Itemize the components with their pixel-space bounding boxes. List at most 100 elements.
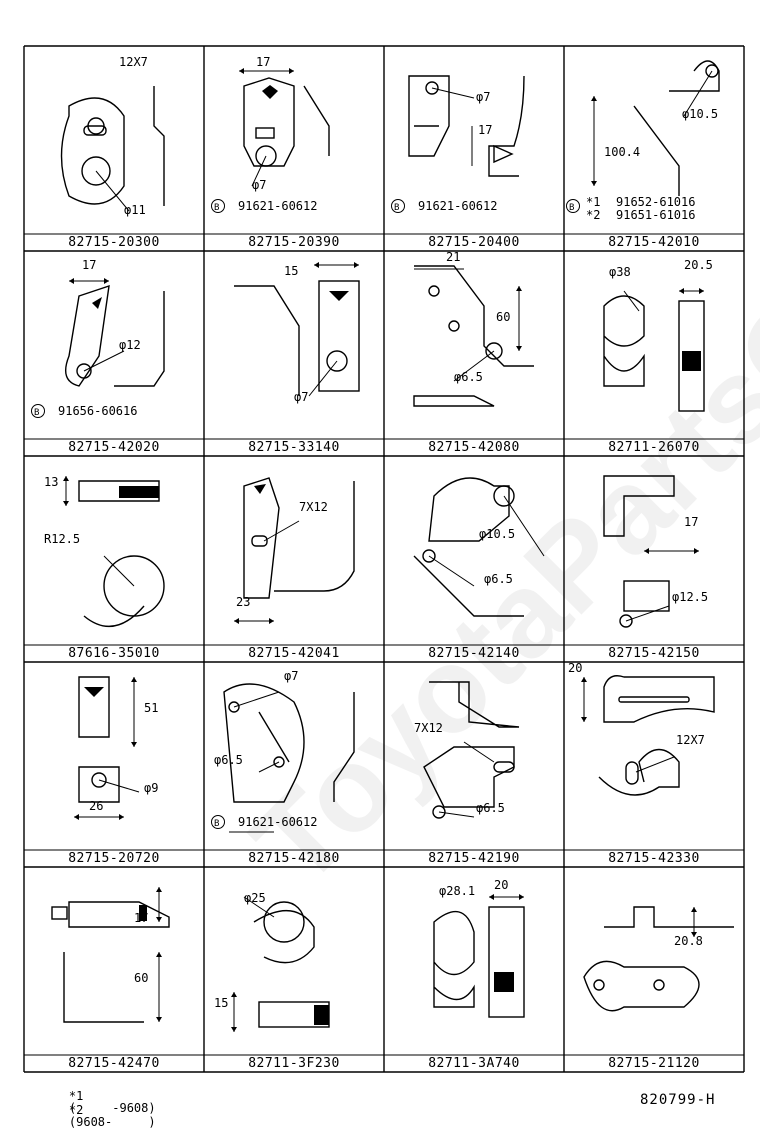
footnote-1: *1 ( -9608): [40, 1078, 156, 1126]
part-number: 82715-20300: [68, 235, 160, 250]
part-sketch: φ25 15: [214, 891, 330, 1032]
dimension-label: 17: [256, 55, 270, 69]
part-number: 82711-3F230: [248, 1056, 340, 1071]
part-number: 82715-42150: [608, 646, 700, 661]
part-number: 82715-20720: [68, 851, 160, 866]
dimension-label: 17: [478, 123, 492, 137]
part-number: 82715-42140: [428, 646, 520, 661]
dimension-label: φ6.5: [454, 370, 483, 384]
part-sketch: φ28.1 20: [433, 878, 525, 1018]
part-number: 82711-26070: [608, 440, 700, 455]
footnote-1-range: ( -9608): [68, 1101, 156, 1115]
dimension-label: 21: [446, 251, 460, 264]
dimension-label: 20: [494, 878, 508, 892]
part-number: 87616-35010: [68, 646, 160, 661]
dimension-label: 7X12: [299, 500, 328, 514]
part-cell: 51 φ9 26 82715-20720: [24, 662, 204, 867]
part-number: 82715-42180: [248, 851, 340, 866]
dimension-label: 12X7: [676, 733, 705, 747]
dimension-label: φ12.5: [672, 590, 708, 604]
dimension-label: 15: [284, 264, 298, 278]
dimension-label: 15: [214, 996, 228, 1010]
dimension-label: 26: [89, 799, 103, 813]
dimension-label: 91621-60612: [238, 199, 317, 213]
part-sketch: 51 φ9 26: [74, 676, 158, 820]
dimension-label: 12X7: [119, 55, 148, 69]
part-sketch: 20.8: [583, 906, 734, 1012]
part-number: 82715-20390: [248, 235, 340, 250]
bolt-callout-circle: [391, 199, 405, 213]
part-sketch: 17 φ12.5: [603, 475, 708, 628]
part-cell: φ38 20.5 82711-26070: [564, 251, 744, 456]
part-number: 82715-42010: [608, 235, 700, 250]
dimension-label: 91651-61016: [616, 208, 695, 222]
bolt-callout-marker: B: [394, 203, 399, 213]
dimension-label: 17: [82, 258, 96, 272]
dimension-label: 7X12: [414, 721, 443, 735]
part-number: 82711-3A740: [428, 1056, 520, 1071]
dimension-label: φ38: [609, 265, 631, 279]
part-number: 82715-42330: [608, 851, 700, 866]
dimension-label: 60: [134, 971, 148, 985]
footnote-2: *2 (9608- ): [40, 1092, 156, 1140]
dimension-label: φ10.5: [682, 107, 718, 121]
dimension-label: 20.5: [684, 258, 713, 272]
dimension-label: 51: [144, 701, 158, 715]
dimension-label: φ9: [144, 781, 158, 795]
part-cell: 17 φ12.5 82715-42150: [564, 456, 744, 662]
footnote-2-range: (9608- ): [68, 1115, 156, 1129]
part-sketch: φ38 20.5: [603, 258, 713, 412]
bolt-callout-marker: B: [569, 203, 574, 213]
grid-lines: [23, 45, 745, 1073]
dimension-label: 13: [44, 475, 58, 489]
part-sketch: 12X7 φ11: [60, 55, 165, 217]
part-number: 82715-42190: [428, 851, 520, 866]
dimension-label: φ6.5: [484, 572, 513, 586]
dimension-label: 60: [496, 310, 510, 324]
dimension-label: 91621-60612: [238, 815, 317, 829]
part-number: 82715-42020: [68, 440, 160, 455]
part-cell: φ25 15 82711-3F230: [204, 867, 384, 1072]
footnote-1-mark: *1: [68, 1089, 84, 1103]
drawing-id: 820799-H: [640, 1092, 716, 1108]
part-number: 82715-21120: [608, 1056, 700, 1071]
dimension-label: φ25: [244, 891, 266, 905]
dimension-label: φ28.1: [439, 884, 475, 898]
dimension-label: 91656-60616: [58, 404, 137, 418]
dimension-label: φ7: [284, 669, 298, 683]
dimension-label: φ11: [124, 203, 146, 217]
part-sketch: 21 60 φ6.5: [413, 251, 534, 407]
dimension-label: 17: [684, 515, 698, 529]
dimension-label: R12.5: [44, 532, 80, 546]
dimension-label: φ7: [476, 90, 490, 104]
part-cell: 12X7 φ11 82715-20300: [24, 46, 204, 251]
dimension-label: φ12: [119, 338, 141, 352]
part-number: 82715-42470: [68, 1056, 160, 1071]
dimension-label: φ7: [294, 390, 308, 404]
dimension-label: 91652-61016: [616, 195, 695, 209]
part-number: 82715-20400: [428, 235, 520, 250]
bolt-callout-circle: [31, 404, 45, 418]
part-cell: 20.8 82715-21120: [564, 867, 744, 1072]
bolt-callout-marker: B: [214, 819, 219, 829]
dimension-label: 100.4: [604, 145, 640, 159]
